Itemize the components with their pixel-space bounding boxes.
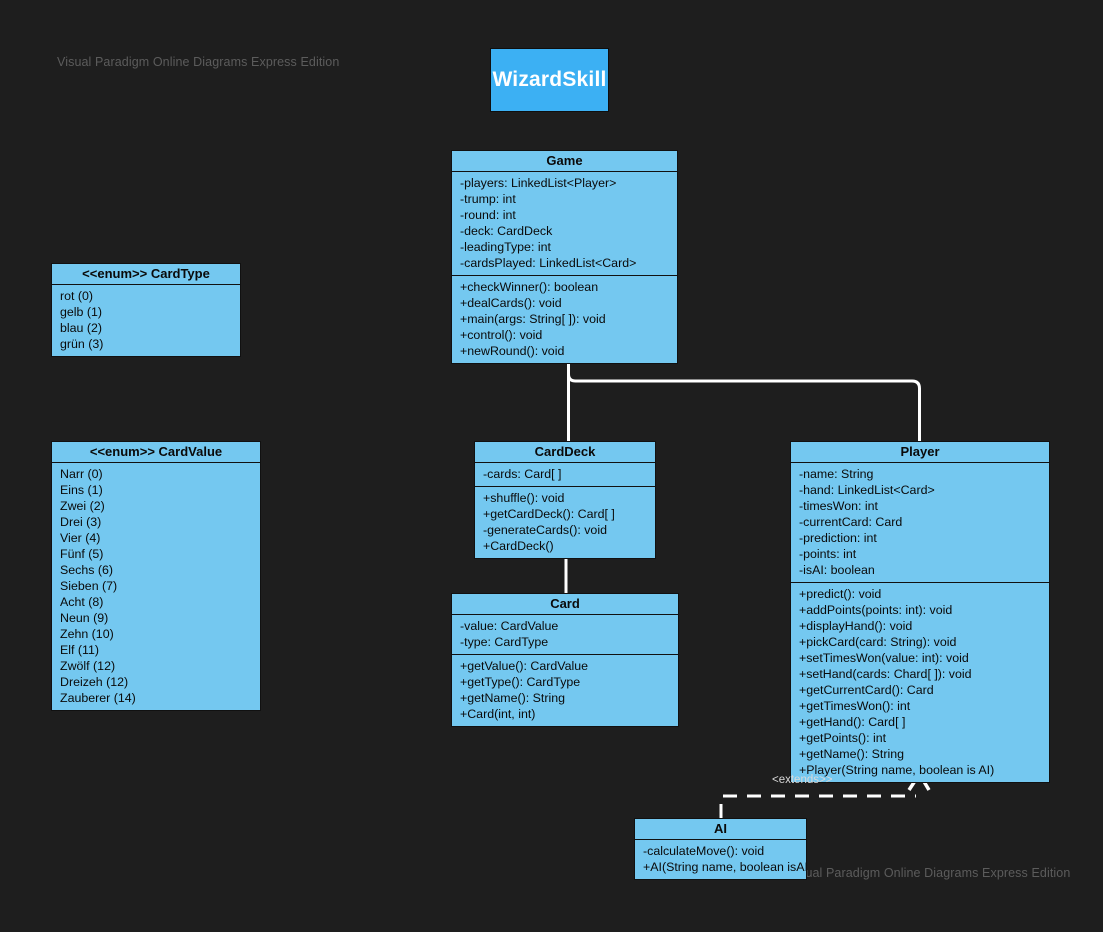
attribute-row: -deck: CardDeck bbox=[460, 224, 553, 238]
operation-row: +addPoints(points: int): void bbox=[799, 603, 953, 617]
operation-row: +getTimesWon(): int bbox=[799, 699, 911, 713]
diagram-title-box: WizardSkill bbox=[490, 48, 609, 112]
attributes-compartment-carddeck: -cards: Card[ ] bbox=[475, 463, 655, 487]
edge-ai-extends-player bbox=[719, 794, 916, 818]
enum-literal-row: rot (0) bbox=[60, 289, 94, 303]
class-box-card[interactable]: Card -value: CardValue -type: CardType +… bbox=[451, 593, 679, 727]
attribute-row: -points: int bbox=[799, 547, 857, 561]
operation-row: -calculateMove(): void bbox=[643, 844, 765, 858]
operation-row: +control(): void bbox=[460, 328, 543, 342]
operation-row: +setTimesWon(value: int): void bbox=[799, 651, 969, 665]
enum-literal-row: Drei (3) bbox=[60, 515, 102, 529]
operation-row: +displayHand(): void bbox=[799, 619, 913, 633]
attributes-compartment-game: -players: LinkedList<Player> -trump: int… bbox=[452, 172, 677, 276]
operation-row: +getCardDeck(): Card[ ] bbox=[483, 507, 615, 521]
operations-compartment-ai: -calculateMove(): void +AI(String name, … bbox=[635, 840, 806, 879]
operation-row: +getCurrentCard(): Card bbox=[799, 683, 934, 697]
literals-compartment-cardtype: rot (0) gelb (1) blau (2) grün (3) bbox=[52, 285, 240, 356]
operations-compartment-player: +predict(): void +addPoints(points: int)… bbox=[791, 583, 1049, 782]
watermark-bottom-right: Visual Paradigm Online Diagrams Express … bbox=[788, 866, 1071, 880]
attributes-compartment-player: -name: String -hand: LinkedList<Card> -t… bbox=[791, 463, 1049, 583]
operation-row: +getName(): String bbox=[460, 691, 566, 705]
operation-row: +CardDeck() bbox=[483, 539, 554, 553]
attribute-row: -round: int bbox=[460, 208, 516, 222]
attribute-row: -trump: int bbox=[460, 192, 516, 206]
attribute-row: -cards: Card[ ] bbox=[483, 467, 562, 481]
operation-row: +setHand(cards: Chard[ ]): void bbox=[799, 667, 972, 681]
operation-row: +main(args: String[ ]): void bbox=[460, 312, 606, 326]
attribute-row: -prediction: int bbox=[799, 531, 877, 545]
edge-game-to-player bbox=[567, 358, 921, 441]
class-name-ai: AI bbox=[635, 819, 806, 840]
operation-row: +getPoints(): int bbox=[799, 731, 887, 745]
class-box-carddeck[interactable]: CardDeck -cards: Card[ ] +shuffle(): voi… bbox=[474, 441, 656, 559]
enum-literal-row: blau (2) bbox=[60, 321, 103, 335]
class-box-cardtype[interactable]: <<enum>> CardType rot (0) gelb (1) blau … bbox=[51, 263, 241, 357]
operation-row: +AI(String name, boolean isAI) bbox=[643, 860, 806, 874]
class-name-carddeck: CardDeck bbox=[475, 442, 655, 463]
attribute-row: -cardsPlayed: LinkedList<Card> bbox=[460, 256, 637, 270]
enum-literal-row: Eins (1) bbox=[60, 483, 103, 497]
enum-literal-row: gelb (1) bbox=[60, 305, 103, 319]
enum-literal-row: Sieben (7) bbox=[60, 579, 118, 593]
attribute-row: -name: String bbox=[799, 467, 874, 481]
enum-literal-row: Acht (8) bbox=[60, 595, 104, 609]
enum-literal-row: Zwölf (12) bbox=[60, 659, 116, 673]
enum-literal-row: Fünf (5) bbox=[60, 547, 104, 561]
operation-row: +shuffle(): void bbox=[483, 491, 565, 505]
enum-literal-row: Zauberer (14) bbox=[60, 691, 136, 705]
enum-literal-row: Narr (0) bbox=[60, 467, 103, 481]
attribute-row: -leadingType: int bbox=[460, 240, 551, 254]
class-box-player[interactable]: Player -name: String -hand: LinkedList<C… bbox=[790, 441, 1050, 783]
enum-literal-row: grün (3) bbox=[60, 337, 104, 351]
class-name-cardvalue: <<enum>> CardValue bbox=[52, 442, 260, 463]
operation-row: +getType(): CardType bbox=[460, 675, 581, 689]
operation-row: +predict(): void bbox=[799, 587, 882, 601]
enum-literal-row: Dreizeh (12) bbox=[60, 675, 129, 689]
attribute-row: -isAI: boolean bbox=[799, 563, 875, 577]
operation-row: +getValue(): CardValue bbox=[460, 659, 588, 673]
operation-row: +pickCard(card: String): void bbox=[799, 635, 957, 649]
diagram-title-label: WizardSkill bbox=[492, 68, 607, 91]
operation-row: -generateCards(): void bbox=[483, 523, 607, 537]
operation-row: +getName(): String bbox=[799, 747, 905, 761]
operation-row: +Player(String name, boolean is AI) bbox=[799, 763, 995, 777]
enum-literal-row: Sechs (6) bbox=[60, 563, 114, 577]
enum-literal-row: Elf (11) bbox=[60, 643, 100, 657]
attribute-row: -hand: LinkedList<Card> bbox=[799, 483, 935, 497]
attribute-row: -type: CardType bbox=[460, 635, 549, 649]
class-name-game: Game bbox=[452, 151, 677, 172]
attribute-row: -players: LinkedList<Player> bbox=[460, 176, 617, 190]
enum-literal-row: Neun (9) bbox=[60, 611, 109, 625]
enum-literal-row: Vier (4) bbox=[60, 531, 101, 545]
class-name-player: Player bbox=[791, 442, 1049, 463]
class-box-cardvalue[interactable]: <<enum>> CardValue Narr (0) Eins (1) Zwe… bbox=[51, 441, 261, 711]
class-box-ai[interactable]: AI -calculateMove(): void +AI(String nam… bbox=[634, 818, 807, 880]
literals-compartment-cardvalue: Narr (0) Eins (1) Zwei (2) Drei (3) Vier… bbox=[52, 463, 260, 710]
attribute-row: -timesWon: int bbox=[799, 499, 878, 513]
operation-row: +Card(int, int) bbox=[460, 707, 536, 721]
operations-compartment-game: +checkWinner(): boolean +dealCards(): vo… bbox=[452, 276, 677, 363]
attributes-compartment-card: -value: CardValue -type: CardType bbox=[452, 615, 678, 655]
class-box-game[interactable]: Game -players: LinkedList<Player> -trump… bbox=[451, 150, 678, 364]
relationship-label-extends: <extends>> bbox=[772, 774, 833, 786]
operations-compartment-card: +getValue(): CardValue +getType(): CardT… bbox=[452, 655, 678, 726]
class-name-cardtype: <<enum>> CardType bbox=[52, 264, 240, 285]
operation-row: +checkWinner(): boolean bbox=[460, 280, 599, 294]
operations-compartment-carddeck: +shuffle(): void +getCardDeck(): Card[ ]… bbox=[475, 487, 655, 558]
attribute-row: -currentCard: Card bbox=[799, 515, 903, 529]
operation-row: +newRound(): void bbox=[460, 344, 565, 358]
operation-row: +dealCards(): void bbox=[460, 296, 562, 310]
enum-literal-row: Zwei (2) bbox=[60, 499, 105, 513]
enum-literal-row: Zehn (10) bbox=[60, 627, 114, 641]
watermark-top-left: Visual Paradigm Online Diagrams Express … bbox=[57, 55, 340, 69]
attribute-row: -value: CardValue bbox=[460, 619, 559, 633]
class-name-card: Card bbox=[452, 594, 678, 615]
operation-row: +getHand(): Card[ ] bbox=[799, 715, 906, 729]
